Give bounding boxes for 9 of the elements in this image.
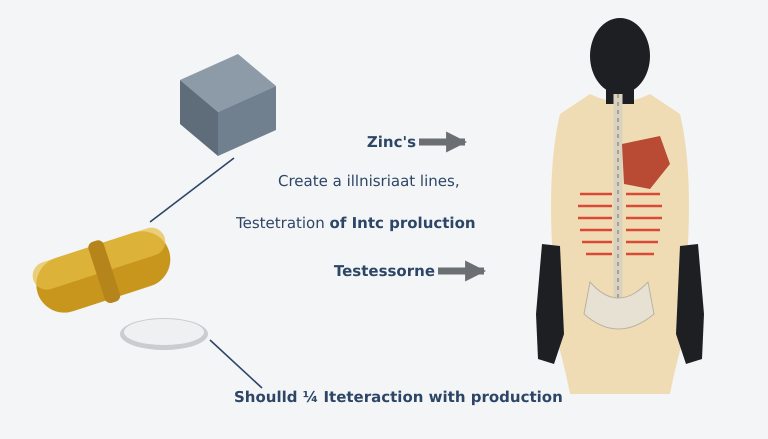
annotation-text: Testetration of Intc proluction (236, 214, 476, 232)
annotation-text: Create a illnisriaat lines, (278, 172, 460, 190)
leader-line (150, 157, 234, 223)
arrow-label: Testessorne (334, 262, 435, 280)
arrow (419, 132, 468, 152)
arrow (438, 260, 486, 282)
caption-text: Shoulld ¼ Iteteraction with production (234, 388, 563, 406)
leader-line (209, 339, 263, 389)
arrow-label: Zinc's (366, 133, 416, 151)
